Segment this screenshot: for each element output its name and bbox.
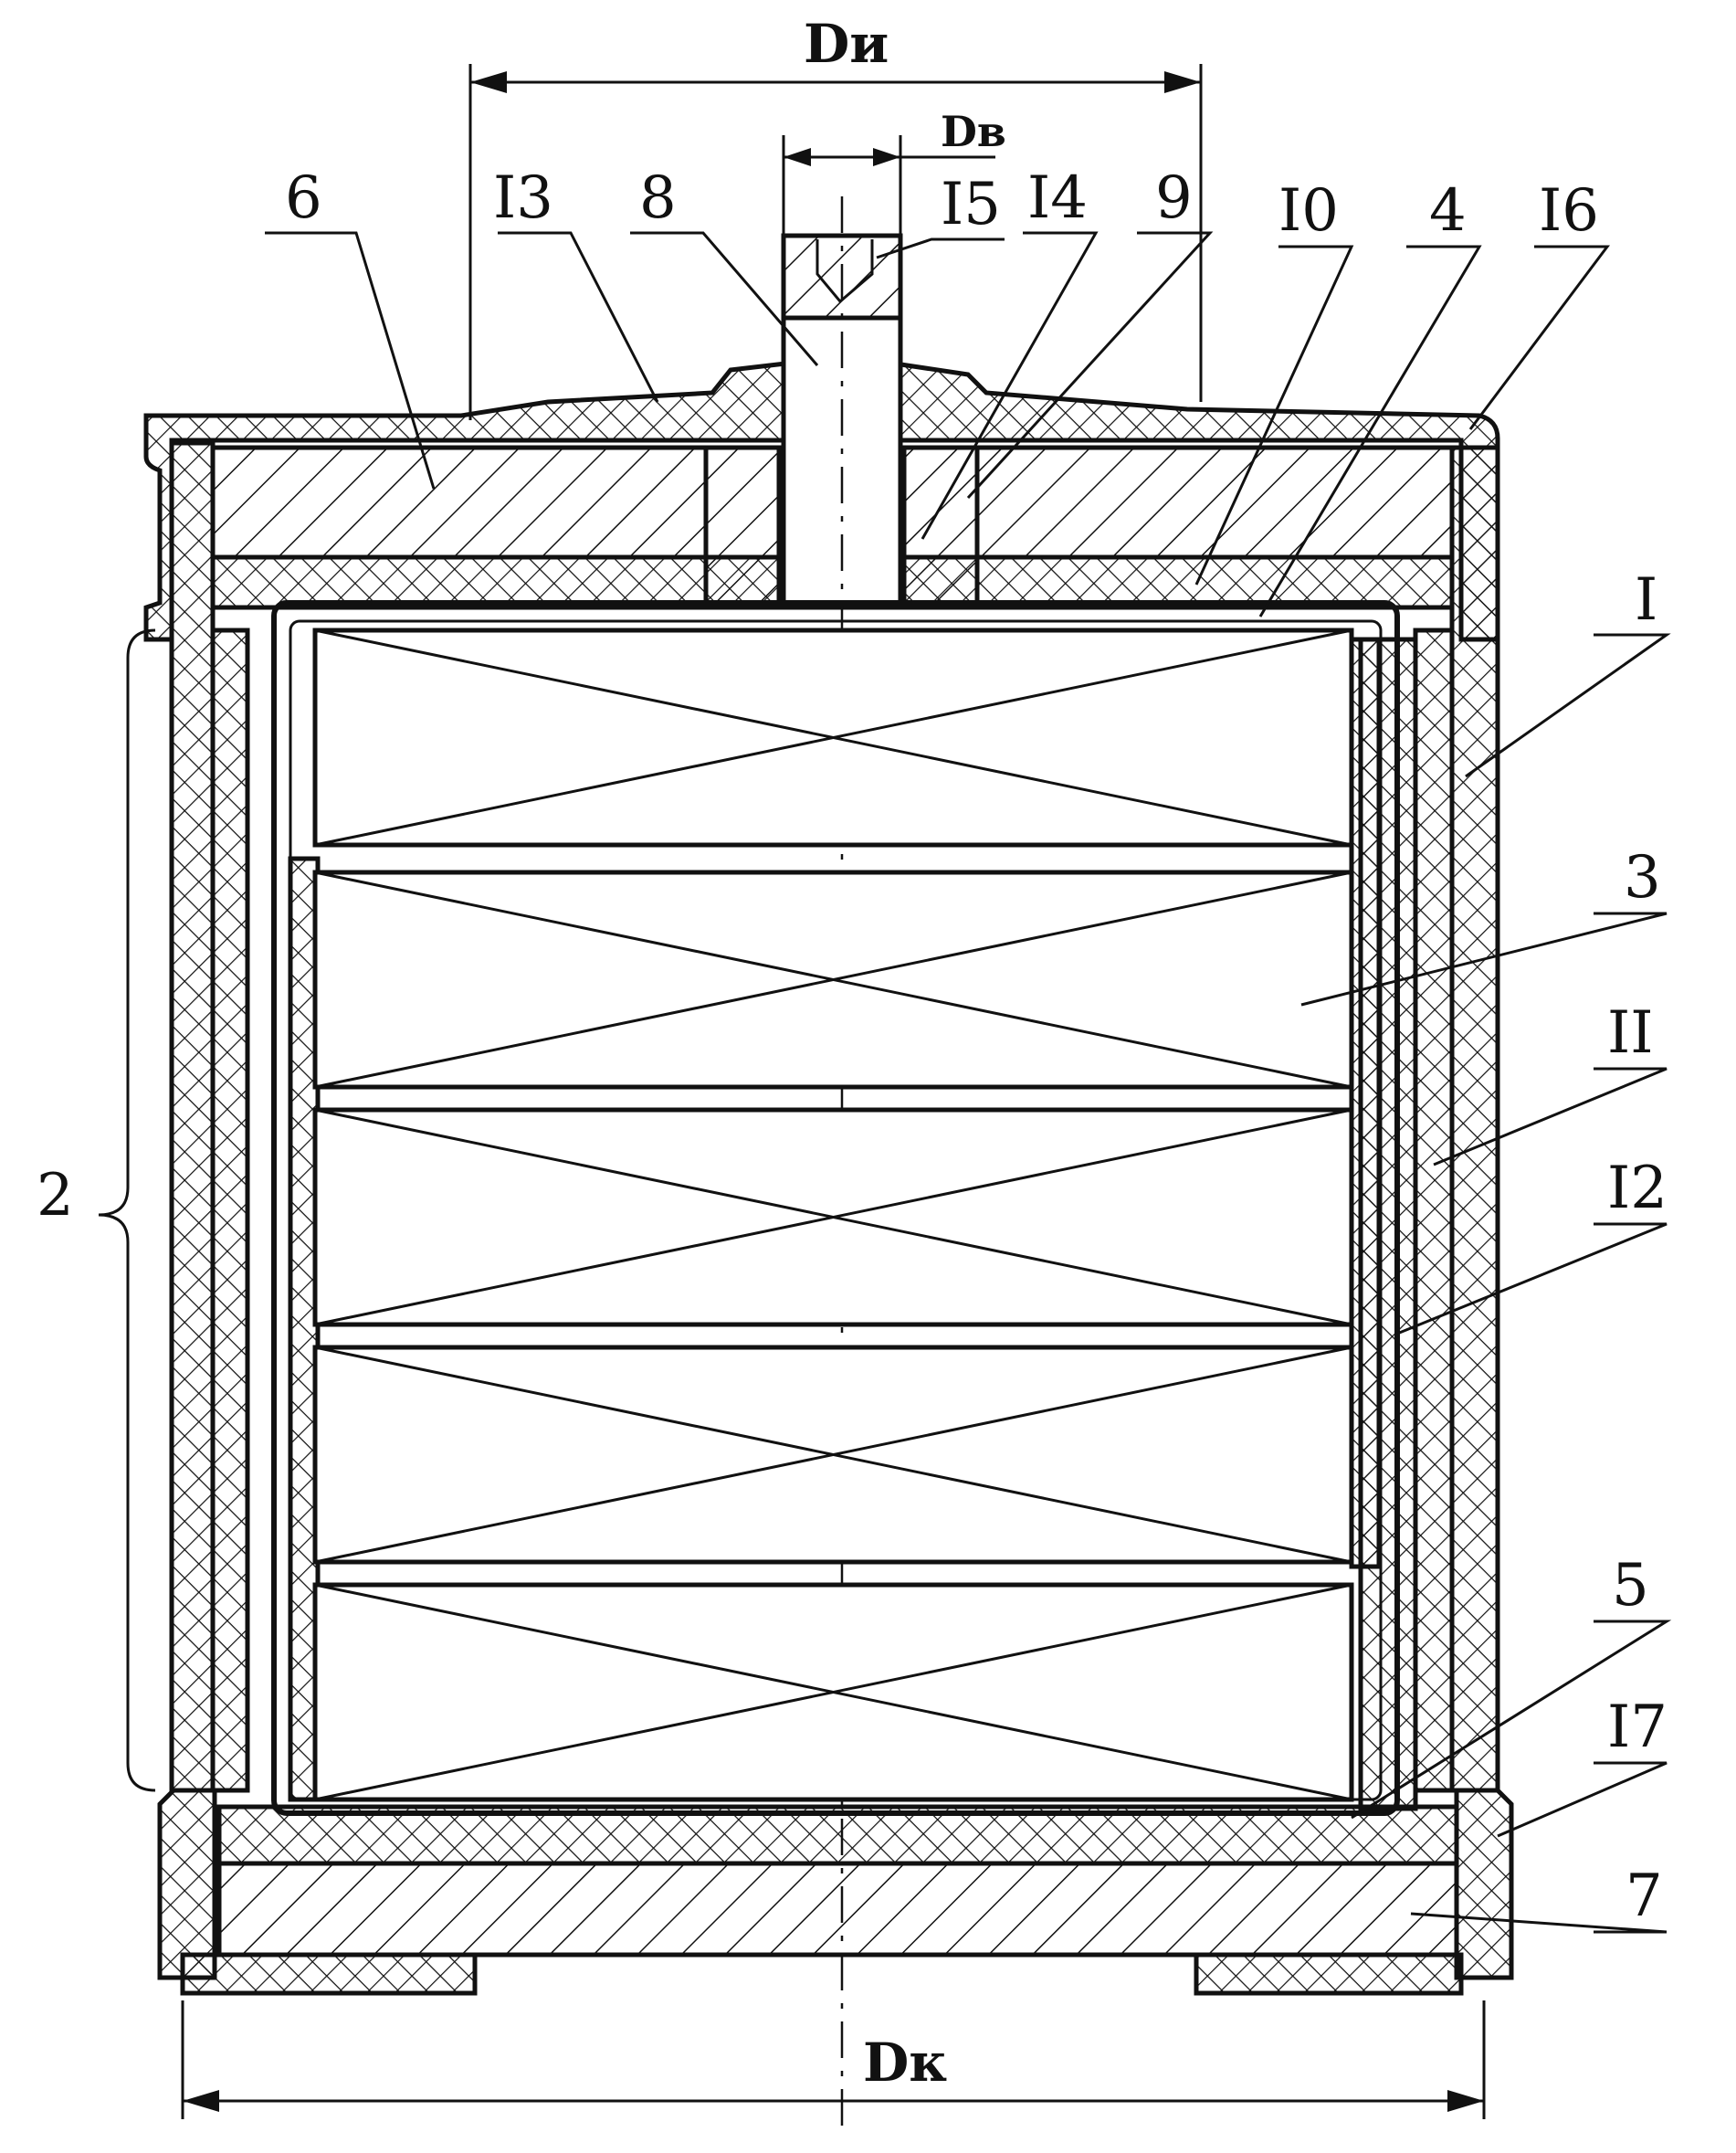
- dimension-dv-label: Dв: [941, 107, 1006, 156]
- label-4: 4: [1429, 177, 1467, 245]
- label-8: 8: [639, 164, 677, 232]
- label-6: 6: [285, 164, 322, 232]
- label-12: I2: [1607, 1155, 1668, 1222]
- label-14: I4: [1027, 164, 1088, 232]
- label-13: I3: [493, 164, 553, 232]
- bottom-plate: [219, 1807, 1457, 1955]
- bracket-2: [99, 630, 155, 1790]
- winding-section-2: [315, 872, 1352, 1087]
- label-9: 9: [1155, 164, 1193, 232]
- label-2: 2: [37, 1162, 74, 1230]
- label-17: I7: [1607, 1694, 1668, 1761]
- dimension-dk: Dк: [183, 2000, 1484, 2119]
- label-7: 7: [1626, 1863, 1663, 1930]
- winding-section-1: [315, 630, 1352, 845]
- label-3: 3: [1624, 844, 1661, 912]
- label-10: I0: [1278, 177, 1339, 245]
- dimension-di-label: Dи: [804, 13, 889, 75]
- label-11: II: [1607, 999, 1654, 1067]
- winding-section-5: [315, 1585, 1352, 1799]
- dimension-dk-label: Dк: [863, 2032, 947, 2094]
- label-16: I6: [1539, 177, 1599, 245]
- winding-section-4: [315, 1347, 1352, 1562]
- label-15: I5: [941, 171, 1001, 238]
- label-1: I: [1635, 566, 1657, 634]
- winding-section-3: [315, 1110, 1352, 1325]
- label-5: 5: [1612, 1552, 1649, 1620]
